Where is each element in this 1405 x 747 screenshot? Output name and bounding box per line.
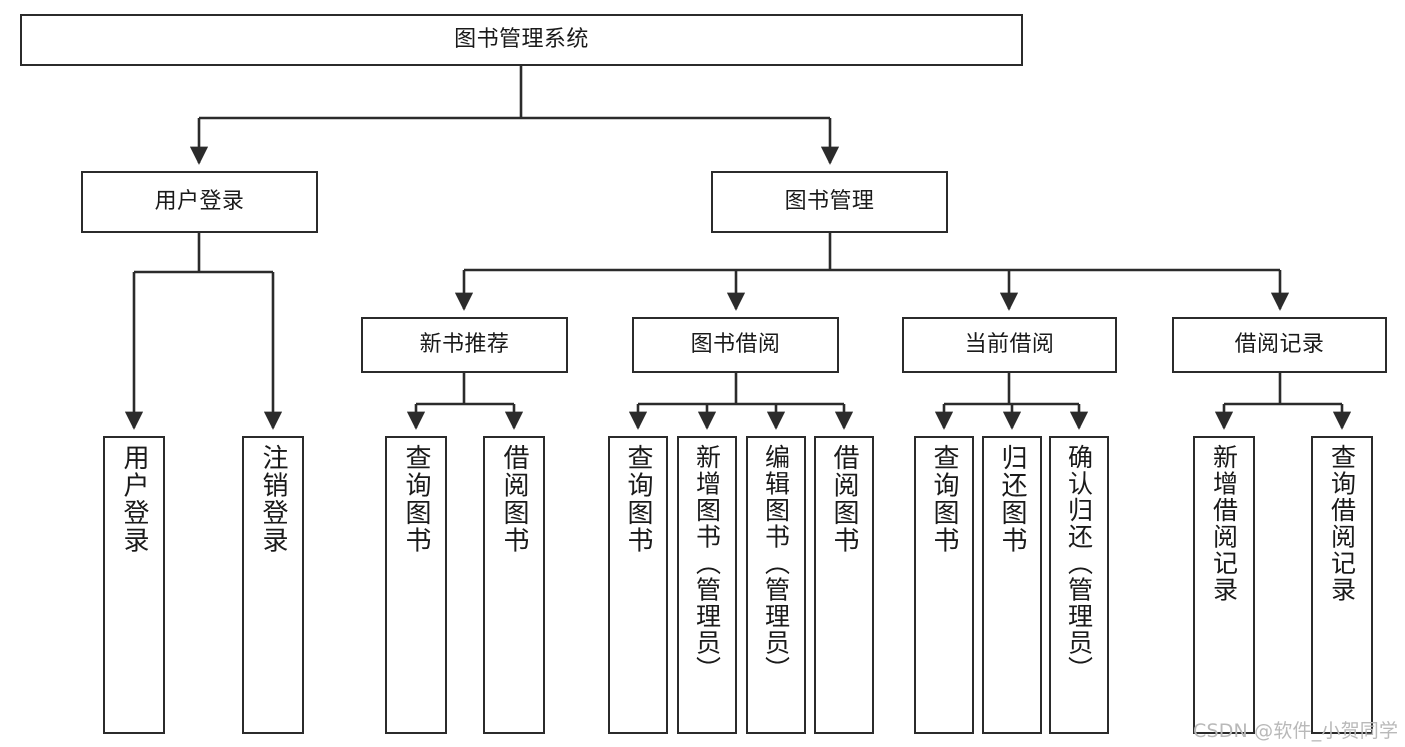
node-leaf-user-login[interactable]: 用户登录: [103, 436, 165, 734]
node-new-book-recommend-label: 新书推荐: [419, 331, 510, 357]
node-leaf-query-book-2[interactable]: 查询图书: [608, 436, 668, 734]
node-leaf-borrow-book-2[interactable]: 借阅图书: [814, 436, 874, 734]
node-leaf-return-book-label: 归还图书: [997, 444, 1028, 555]
node-leaf-confirm-return[interactable]: 确认归还（管理员）: [1049, 436, 1109, 734]
node-leaf-confirm-return-label: 确认归还（管理员）: [1064, 444, 1094, 683]
node-leaf-edit-book[interactable]: 编辑图书（管理员）: [746, 436, 806, 734]
csdn-watermark: CSDN @软件_小贺同学: [1193, 720, 1399, 742]
node-leaf-logout[interactable]: 注销登录: [242, 436, 304, 734]
node-book-manage[interactable]: 图书管理: [711, 171, 948, 233]
node-leaf-borrow-book-1-label: 借阅图书: [499, 444, 530, 555]
node-user-login[interactable]: 用户登录: [81, 171, 318, 233]
node-leaf-query-book-3[interactable]: 查询图书: [914, 436, 974, 734]
node-borrow-record-label: 借阅记录: [1234, 331, 1325, 357]
node-leaf-add-record[interactable]: 新增借阅记录: [1193, 436, 1255, 734]
node-leaf-add-book-label: 新增图书（管理员）: [692, 444, 722, 683]
node-leaf-edit-book-label: 编辑图书（管理员）: [761, 444, 791, 683]
node-user-login-label: 用户登录: [154, 188, 245, 214]
node-leaf-borrow-book-2-label: 借阅图书: [829, 444, 860, 555]
node-leaf-user-login-label: 用户登录: [119, 444, 150, 555]
node-leaf-query-record[interactable]: 查询借阅记录: [1311, 436, 1373, 734]
node-book-manage-label: 图书管理: [784, 188, 875, 214]
node-borrow-record[interactable]: 借阅记录: [1172, 317, 1387, 373]
node-leaf-return-book[interactable]: 归还图书: [982, 436, 1042, 734]
node-book-borrow[interactable]: 图书借阅: [632, 317, 839, 373]
node-leaf-logout-label: 注销登录: [258, 444, 289, 555]
node-leaf-query-book-2-label: 查询图书: [623, 444, 654, 555]
node-leaf-query-book-3-label: 查询图书: [929, 444, 960, 555]
node-root-label: 图书管理系统: [454, 26, 589, 52]
node-leaf-add-book[interactable]: 新增图书（管理员）: [677, 436, 737, 734]
node-leaf-query-record-label: 查询借阅记录: [1327, 444, 1357, 603]
node-current-borrow-label: 当前借阅: [964, 331, 1055, 357]
node-leaf-borrow-book-1[interactable]: 借阅图书: [483, 436, 545, 734]
node-leaf-query-book-1[interactable]: 查询图书: [385, 436, 447, 734]
node-leaf-query-book-1-label: 查询图书: [401, 444, 432, 555]
node-book-borrow-label: 图书借阅: [690, 331, 781, 357]
node-root[interactable]: 图书管理系统: [20, 14, 1023, 66]
node-leaf-add-record-label: 新增借阅记录: [1209, 444, 1239, 603]
node-new-book-recommend[interactable]: 新书推荐: [361, 317, 568, 373]
node-current-borrow[interactable]: 当前借阅: [902, 317, 1117, 373]
